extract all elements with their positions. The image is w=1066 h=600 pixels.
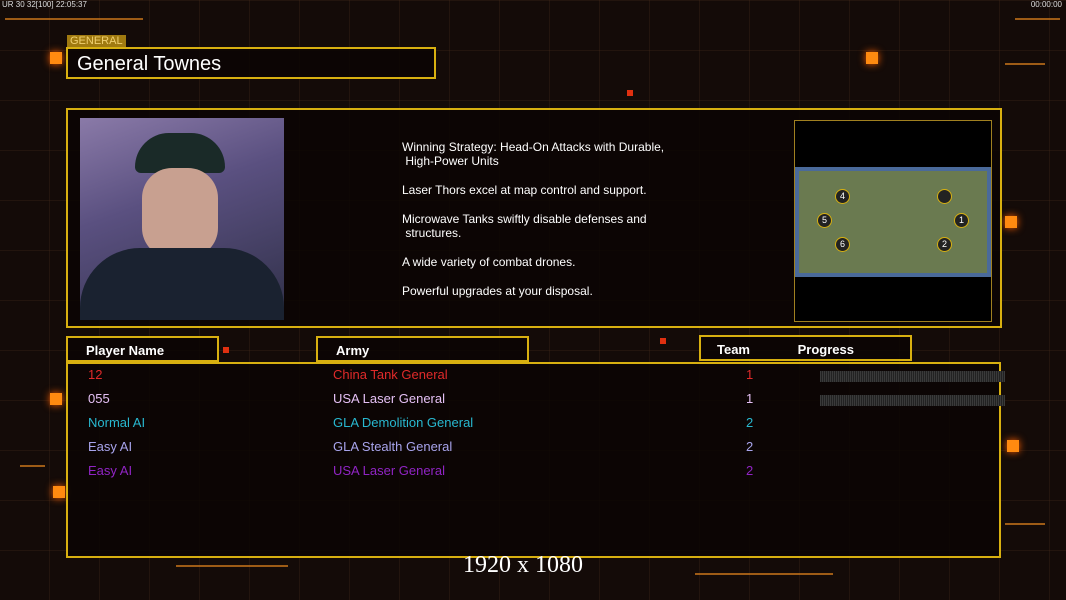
general-info-panel: Winning Strategy: Head-On Attacks with D…	[66, 108, 1002, 328]
player-army: USA Laser General	[333, 391, 446, 406]
resolution-label: 1920 x 1080	[463, 552, 583, 578]
general-description: Winning Strategy: Head-On Attacks with D…	[402, 140, 722, 313]
start-position	[937, 189, 952, 204]
description-line: Powerful upgrades at your disposal.	[402, 284, 593, 298]
description-line: A wide variety of combat drones.	[402, 255, 576, 269]
decor-line	[1015, 18, 1060, 20]
description-line: Winning Strategy: Head-On Attacks with D…	[402, 140, 665, 168]
decor-line	[1005, 63, 1045, 65]
player-army: GLA Demolition General	[333, 415, 474, 430]
player-name: 055	[88, 391, 110, 406]
column-army: Army	[316, 336, 529, 362]
decor-square	[223, 347, 229, 353]
start-position: 2	[937, 237, 952, 252]
decor-line	[20, 465, 45, 467]
map-image: 4 5 6 1 2	[795, 167, 991, 277]
description-line: Microwave Tanks swiftly disable defenses…	[402, 212, 647, 240]
player-army: USA Laser General	[333, 463, 446, 478]
load-progress-bar	[820, 395, 1005, 406]
player-name: Easy AI	[88, 439, 133, 454]
map-preview: 4 5 6 1 2	[794, 120, 992, 322]
player-team: 2	[746, 415, 754, 430]
general-title: General Townes	[66, 47, 436, 79]
decor-square	[1007, 440, 1019, 452]
decor-line	[5, 18, 143, 20]
decor-line	[1005, 523, 1045, 525]
status-bar: UR 30 32[100] 22:05:37	[2, 0, 87, 9]
decor-square	[50, 393, 62, 405]
column-player-name: Player Name	[66, 336, 219, 362]
decor-square	[627, 90, 633, 96]
decor-line	[695, 573, 833, 575]
column-progress: Progress	[797, 342, 854, 357]
player-name: 12	[88, 367, 103, 382]
player-team: 1	[746, 391, 754, 406]
player-name: Easy AI	[88, 463, 133, 478]
load-progress-bar	[820, 371, 1005, 382]
player-army: GLA Stealth General	[333, 439, 453, 454]
game-clock: 00:00:00	[1030, 0, 1062, 9]
decor-square	[660, 338, 666, 344]
player-army: China Tank General	[333, 367, 448, 382]
player-team: 2	[746, 439, 754, 454]
decor-square	[50, 52, 62, 64]
start-position: 4	[835, 189, 850, 204]
decor-square	[1005, 216, 1017, 228]
start-position: 6	[835, 237, 850, 252]
column-team-progress: Team Progress	[699, 335, 912, 361]
decor-square	[53, 486, 65, 498]
section-tag: GENERAL	[67, 35, 126, 47]
decor-line	[176, 565, 288, 567]
player-name: Normal AI	[88, 415, 146, 430]
start-position: 5	[817, 213, 832, 228]
description-line: Laser Thors excel at map control and sup…	[402, 183, 647, 197]
general-portrait	[80, 118, 284, 320]
decor-square	[866, 52, 878, 64]
start-position: 1	[954, 213, 969, 228]
player-team: 2	[746, 463, 754, 478]
player-team: 1	[746, 367, 754, 382]
column-team: Team	[717, 342, 750, 357]
